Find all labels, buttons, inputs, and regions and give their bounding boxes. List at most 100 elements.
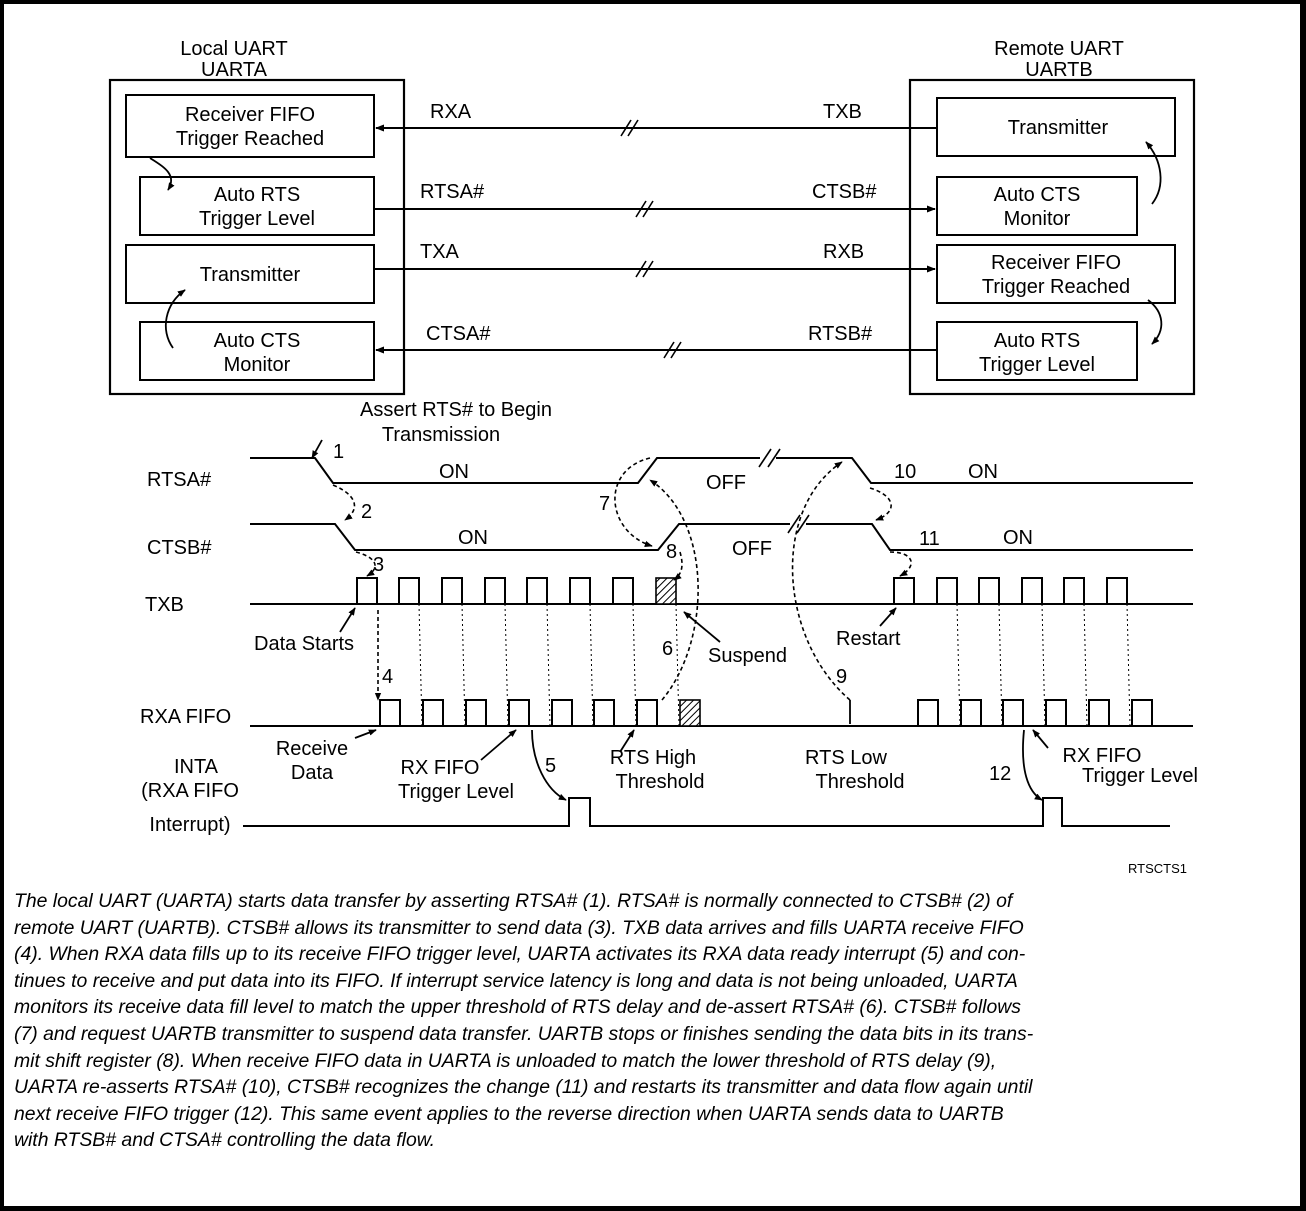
- link-label-ctsa: CTSA#: [426, 323, 491, 345]
- annotation-restart: Restart: [836, 628, 901, 650]
- txb-to-rxa-dotted-line: [1126, 603, 1131, 727]
- txb-pulse: [893, 577, 915, 604]
- txb-to-rxa-dotted-line: [1041, 603, 1046, 727]
- rtsa-state-on-1: ON: [439, 461, 469, 483]
- rxa-pulse: [379, 699, 401, 726]
- local-auto-cts-label-2: Monitor: [224, 354, 291, 376]
- link-break-marks: [620, 119, 682, 359]
- txb-pulse: [612, 577, 634, 604]
- dotted-arrow-9: [791, 461, 851, 701]
- remote-fifo-to-rts-arrow: [1147, 299, 1163, 345]
- caption-line: (4). When RXA data fills up to its recei…: [14, 943, 1026, 966]
- txb-to-rxa-dotted-line: [1083, 603, 1088, 727]
- remote-transmitter-label: Transmitter: [1008, 117, 1109, 139]
- txb-pulse: [1106, 577, 1128, 604]
- rxa-pulse: [1045, 699, 1067, 726]
- remote-rx-fifo-label-2: Trigger Reached: [982, 276, 1130, 298]
- ctsb-state-off: OFF: [732, 538, 772, 560]
- txb-pulse: [978, 577, 1000, 604]
- remote-auto-rts-label-2: Trigger Level: [979, 354, 1095, 376]
- inta-waveform: [243, 797, 1170, 827]
- txb-pulse: [356, 577, 378, 604]
- txb-to-rxa-dotted-line: [956, 603, 961, 727]
- step-2: 2: [361, 501, 372, 523]
- local-rx-fifo-box: [125, 94, 375, 158]
- signal-label-inta-1: INTA: [174, 756, 219, 778]
- annotation-suspend: Suspend: [708, 645, 787, 667]
- local-transmitter-label: Transmitter: [200, 264, 301, 286]
- local-auto-cts-label-1: Auto CTS: [214, 330, 301, 352]
- annotation-receive-data-2: Data: [291, 762, 334, 784]
- remote-auto-cts-label-2: Monitor: [1004, 208, 1071, 230]
- annotation-rx-fifo-trigger2-1: RX FIFO: [1063, 745, 1142, 767]
- caption-line: The local UART (UARTA) starts data trans…: [14, 890, 1013, 912]
- link-label-rxb: RXB: [823, 241, 864, 263]
- annotation-rts-high-1: RTS High: [610, 747, 696, 769]
- txb-pulse: [526, 577, 548, 604]
- signal-label-ctsb: CTSB#: [147, 537, 212, 559]
- dotted-arrow-8: [673, 551, 683, 581]
- ctsb-state-on-1: ON: [458, 527, 488, 549]
- rxa-pulse: [1002, 699, 1024, 726]
- txb-pulse: [1063, 577, 1085, 604]
- step-6: 6: [662, 638, 673, 660]
- arrow-rx-fifo-trigger: [480, 729, 517, 761]
- dotted-arrow-6: [649, 479, 699, 701]
- caption-line: next receive FIFO trigger (12). This sam…: [14, 1102, 1004, 1125]
- rxa-pending-pulse: [679, 699, 701, 727]
- rxa-pulse: [1088, 699, 1110, 726]
- link-label-txa: TXA: [420, 241, 460, 263]
- local-rx-fifo-label-1: Receiver FIFO: [185, 104, 315, 126]
- caption-line: (7) and request UARTB transmitter to sus…: [14, 1022, 1034, 1045]
- annotation-rx-fifo-trigger-2: Trigger Level: [398, 781, 514, 803]
- step-10: 10: [894, 461, 916, 483]
- local-uart-title: Local UART: [180, 38, 287, 60]
- dotted-arrow-3: [355, 551, 376, 577]
- arrow-rts-high: [619, 729, 635, 753]
- pointer-arrows: [311, 439, 1049, 801]
- arrow-data-starts: [339, 607, 356, 633]
- txb-to-rxa-dotted-line: [504, 603, 509, 727]
- local-auto-rts-label-1: Auto RTS: [214, 184, 300, 206]
- annotation-data-starts: Data Starts: [254, 633, 354, 655]
- txb-data-pulses: [356, 577, 1128, 605]
- annotation-rts-high-2: Threshold: [616, 771, 705, 793]
- rxa-pulse: [1131, 699, 1153, 726]
- rxa-pulse: [465, 699, 487, 726]
- txb-to-rxa-dotted-line: [418, 603, 423, 727]
- rxa-pulse: [917, 699, 939, 726]
- remote-uart-block: Remote UART UARTB Transmitter Auto CTS M…: [908, 38, 1196, 396]
- annotation-rx-fifo-trigger-1: RX FIFO: [401, 757, 480, 779]
- caption-line: with RTSB# and CTSA# controlling the dat…: [14, 1129, 436, 1152]
- remote-uart-name: UARTB: [1025, 59, 1092, 81]
- rts-cts-flow-diagram: Local UART UARTA Receiver FIFO Trigger R…: [108, 38, 1198, 876]
- local-uart-block: Local UART UARTA Receiver FIFO Trigger R…: [108, 38, 406, 396]
- step-4: 4: [382, 666, 393, 688]
- assert-note-line-1: Assert RTS# to Begin: [360, 399, 552, 421]
- rxa-fifo-data-pulses: [379, 699, 1153, 727]
- txb-to-rxa-dashed-links: [418, 603, 1131, 727]
- step-8: 8: [666, 541, 677, 563]
- link-label-ctsb: CTSB#: [812, 181, 877, 203]
- uart-links: [374, 119, 937, 359]
- local-auto-rts-label-2: Trigger Level: [199, 208, 315, 230]
- remote-rx-fifo-label-1: Receiver FIFO: [991, 252, 1121, 274]
- rxa-pulse: [960, 699, 982, 726]
- arrow-assert-rts: [311, 439, 323, 459]
- rtsa-state-off: OFF: [706, 472, 746, 494]
- caption-line: UARTA re-asserts RTSA# (10), CTSB# recog…: [14, 1076, 1033, 1099]
- remote-auto-cts-label-1: Auto CTS: [994, 184, 1081, 206]
- rtsa-waveform-2: [776, 457, 1193, 484]
- arrow-step-5: [531, 729, 567, 801]
- link-label-rxa: RXA: [430, 101, 472, 123]
- txb-to-rxa-dotted-line: [632, 603, 637, 727]
- dotted-arrow-10: [869, 487, 892, 521]
- rxa-pulse: [551, 699, 573, 726]
- txb-to-rxa-dotted-line: [675, 603, 680, 727]
- local-auto-rts-box: [139, 176, 375, 236]
- remote-uart-box: [908, 78, 1196, 396]
- waveforms: [243, 448, 1193, 827]
- signal-label-inta-3: Interrupt): [149, 814, 230, 836]
- dotted-causal-arrows: [332, 457, 912, 701]
